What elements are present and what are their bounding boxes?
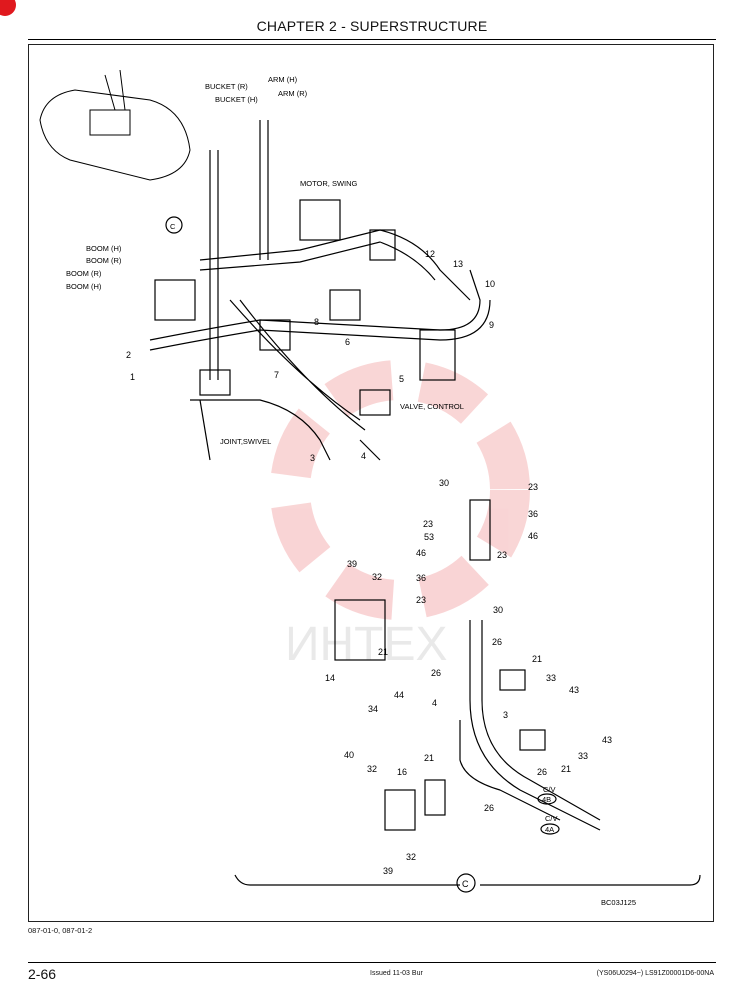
part-23-b: 23 bbox=[423, 519, 433, 529]
part-21-d: 21 bbox=[424, 753, 434, 763]
part-6: 6 bbox=[345, 337, 350, 347]
header-rule bbox=[28, 39, 716, 40]
part-2: 2 bbox=[126, 350, 131, 360]
part-39-upper: 39 bbox=[347, 559, 357, 569]
part-39-lower: 39 bbox=[383, 866, 393, 876]
label-bucket-r: BUCKET (R) bbox=[205, 82, 248, 91]
label-boom-h-2: BOOM (H) bbox=[66, 282, 102, 291]
label-cv-2: C/V bbox=[545, 814, 558, 823]
part-26-a: 26 bbox=[431, 668, 441, 678]
part-8: 8 bbox=[314, 317, 319, 327]
document-number: (YS06U0294~) LS91Z00001D6-00NA bbox=[596, 970, 714, 977]
machine-thumbnail bbox=[39, 69, 191, 181]
part-34: 34 bbox=[368, 704, 378, 714]
part-40: 40 bbox=[344, 750, 354, 760]
part-13: 13 bbox=[453, 259, 463, 269]
part-14: 14 bbox=[325, 673, 335, 683]
part-5: 5 bbox=[399, 374, 404, 384]
part-4-lower: 4 bbox=[432, 698, 437, 708]
label-cv-2-tag: 4A bbox=[545, 825, 554, 834]
part-23-c: 23 bbox=[497, 550, 507, 560]
footer-rule bbox=[28, 962, 716, 963]
part-30-upper: 30 bbox=[439, 478, 449, 488]
part-4-upper: 4 bbox=[361, 451, 366, 461]
part-33-a: 33 bbox=[546, 673, 556, 683]
figure-code: BC03J125 bbox=[601, 898, 636, 907]
svg-text:ИНТЕХ: ИНТЕХ bbox=[285, 618, 448, 671]
view-marker-c-top: C bbox=[170, 222, 176, 231]
page-number: 2-66 bbox=[28, 966, 57, 982]
part-23-a: 23 bbox=[528, 482, 538, 492]
part-46-a: 46 bbox=[528, 531, 538, 541]
diagram-frame bbox=[28, 44, 714, 922]
label-arm-h: ARM (H) bbox=[268, 75, 298, 84]
pipe-assembly bbox=[234, 499, 701, 893]
label-arm-r: ARM (R) bbox=[278, 89, 308, 98]
part-36-b: 36 bbox=[416, 573, 426, 583]
part-44: 44 bbox=[394, 690, 404, 700]
part-26-d: 26 bbox=[484, 803, 494, 813]
label-boom-r-1: BOOM (R) bbox=[86, 256, 122, 265]
part-32-upper: 32 bbox=[372, 572, 382, 582]
part-46-b: 46 bbox=[416, 548, 426, 558]
part-9: 9 bbox=[489, 320, 494, 330]
part-32-middle: 32 bbox=[367, 764, 377, 774]
part-30-lower: 30 bbox=[493, 605, 503, 615]
label-cv-1-tag: 4B bbox=[542, 795, 551, 804]
view-marker-c: C bbox=[462, 879, 469, 889]
label-cv-1: C/V bbox=[543, 785, 556, 794]
label-joint-swivel: JOINT,SWIVEL bbox=[220, 437, 271, 446]
part-26-b: 26 bbox=[492, 637, 502, 647]
label-bucket-h: BUCKET (H) bbox=[215, 95, 258, 104]
label-boom-h-1: BOOM (H) bbox=[86, 244, 122, 253]
corner-tab-mark bbox=[0, 0, 16, 16]
part-1: 1 bbox=[130, 372, 135, 382]
part-10: 10 bbox=[485, 279, 495, 289]
chapter-title: CHAPTER 2 - SUPERSTRUCTURE bbox=[256, 18, 488, 34]
part-16: 16 bbox=[397, 767, 407, 777]
part-7: 7 bbox=[274, 370, 279, 380]
part-53: 53 bbox=[424, 532, 434, 542]
watermark-logo: ИНТЕХ bbox=[270, 360, 530, 671]
reference-codes: 087-01-0, 087-01-2 bbox=[28, 926, 93, 935]
part-21-b: 21 bbox=[532, 654, 542, 664]
part-26-c: 26 bbox=[537, 767, 547, 777]
part-3-lower: 3 bbox=[503, 710, 508, 720]
part-32-lower: 32 bbox=[406, 852, 416, 862]
part-36-a: 36 bbox=[528, 509, 538, 519]
part-12: 12 bbox=[425, 249, 435, 259]
part-3-upper: 3 bbox=[310, 453, 315, 463]
part-33-b: 33 bbox=[578, 751, 588, 761]
label-valve-control: VALVE, CONTROL bbox=[400, 402, 464, 411]
part-21-c: 21 bbox=[561, 764, 571, 774]
part-23-d: 23 bbox=[416, 595, 426, 605]
hose-assembly bbox=[149, 120, 491, 461]
issue-info: Issued 11-03 Bur bbox=[370, 970, 423, 977]
part-21-a: 21 bbox=[378, 647, 388, 657]
label-boom-r-2: BOOM (R) bbox=[66, 269, 102, 278]
part-43-a: 43 bbox=[569, 685, 579, 695]
part-43-b: 43 bbox=[602, 735, 612, 745]
label-motor-swing: MOTOR, SWING bbox=[300, 179, 358, 188]
